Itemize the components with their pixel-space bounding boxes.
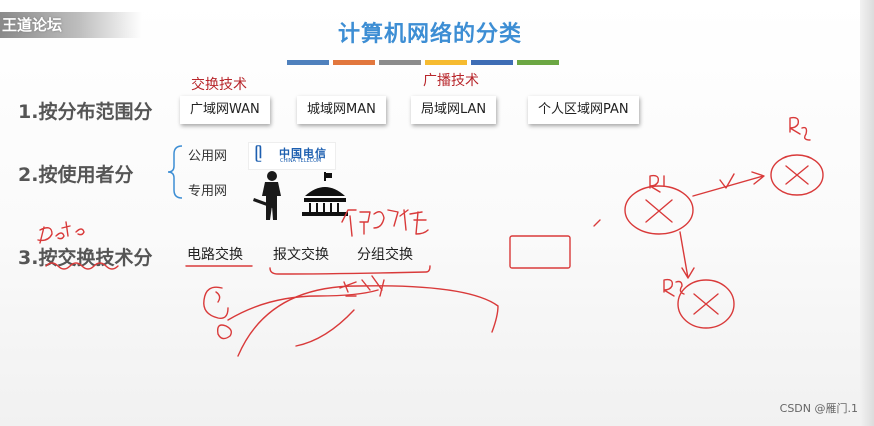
title-bar-6 bbox=[517, 60, 559, 65]
arrow-r1-r2 bbox=[692, 171, 765, 197]
pen-mark bbox=[593, 219, 601, 227]
switching-tech-label: 交换技术 bbox=[191, 77, 247, 93]
telecom-cn-text: 中国电信 bbox=[279, 147, 327, 160]
message-switching-label: 报文交换 bbox=[273, 247, 329, 263]
circuit-path bbox=[227, 289, 379, 321]
box-pan: 个人区域网PAN bbox=[528, 96, 639, 124]
handwritten-data bbox=[37, 221, 85, 244]
box-wan: 广域网WAN bbox=[180, 96, 270, 124]
title-bar-4 bbox=[425, 60, 467, 65]
title-bar-2 bbox=[333, 60, 375, 65]
row-label-by-switching: 3.按交换技术分 bbox=[18, 247, 153, 269]
title-bar-3 bbox=[379, 60, 421, 65]
router-r1 bbox=[624, 185, 694, 235]
title-color-bars bbox=[287, 60, 559, 65]
china-telecom-logo: ᥫ 中国电信 CHINA TELECOM bbox=[248, 142, 336, 170]
r1-label bbox=[649, 174, 665, 193]
host-box bbox=[509, 235, 571, 269]
title-bar-1 bbox=[287, 60, 329, 65]
row-label-by-range: 1.按分布范围分 bbox=[18, 101, 153, 123]
telecom-icon: ᥫ bbox=[255, 146, 263, 162]
handwriting-annotations bbox=[37, 116, 824, 357]
public-network-label: 公用网 bbox=[188, 149, 228, 164]
arrow-r1-r3 bbox=[679, 231, 695, 279]
bracket-message-packet bbox=[269, 265, 431, 275]
row-label-by-user: 2.按使用者分 bbox=[18, 164, 134, 186]
broadcast-tech-label: 广播技术 bbox=[423, 73, 479, 89]
handwritten-dotline bbox=[339, 275, 385, 297]
watermark: 王道论坛 bbox=[0, 12, 142, 38]
box-lan: 局域网LAN bbox=[411, 96, 497, 124]
title-bar-5 bbox=[471, 60, 513, 65]
r3-label bbox=[663, 278, 685, 297]
soldier-icon bbox=[253, 171, 281, 220]
government-building-icon bbox=[302, 172, 348, 216]
brace-icon bbox=[167, 145, 183, 199]
box-man: 城域网MAN bbox=[297, 96, 386, 124]
small-curve bbox=[295, 309, 355, 347]
private-network-label: 专用网 bbox=[188, 184, 228, 199]
scrollbar-area bbox=[860, 0, 874, 426]
big-arc bbox=[237, 285, 499, 357]
telecom-en-text: CHINA TELECOM bbox=[280, 158, 322, 164]
router-r3 bbox=[677, 279, 735, 329]
r2-label bbox=[789, 116, 811, 141]
slide-title: 计算机网络的分类 bbox=[337, 22, 522, 47]
router-r2 bbox=[770, 154, 824, 196]
phone-scribble bbox=[203, 286, 233, 340]
packet-switching-label: 分组交换 bbox=[357, 247, 413, 263]
footer-credit: CSDN @雁门.1 bbox=[779, 402, 858, 415]
checkmark-on-link bbox=[719, 173, 735, 189]
circuit-switching-label: 电路交换 bbox=[187, 247, 243, 263]
handwritten-store-forward bbox=[341, 209, 429, 237]
